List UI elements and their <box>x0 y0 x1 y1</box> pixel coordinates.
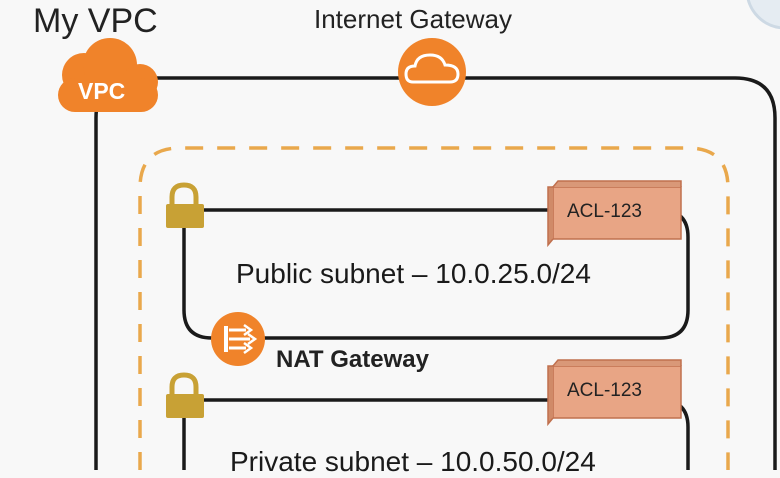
internet-gateway-icon <box>398 38 466 106</box>
vpc-badge-label: VPC <box>78 78 126 104</box>
private-acl-label: ACL-123 <box>567 380 642 401</box>
nat-gateway-icon <box>211 312 265 366</box>
vpc-title: My VPC <box>33 2 158 40</box>
availability-zone-boundary <box>138 146 730 470</box>
private-subnet-lock-icon <box>166 372 204 418</box>
public-subnet-lock-icon <box>166 182 204 228</box>
internet-gateway-title: Internet Gateway <box>314 4 512 34</box>
vpc-cloud-icon <box>58 38 158 112</box>
private-acl-scroll-icon <box>547 359 682 427</box>
public-subnet-label: Public subnet – 10.0.25.0/24 <box>236 258 591 289</box>
public-acl-label: ACL-123 <box>567 201 642 222</box>
public-acl-scroll-icon <box>547 180 682 248</box>
nat-gateway-label: NAT Gateway <box>276 346 429 373</box>
corner-accent <box>746 0 780 30</box>
private-subnet-label: Private subnet – 10.0.50.0/24 <box>230 446 596 477</box>
